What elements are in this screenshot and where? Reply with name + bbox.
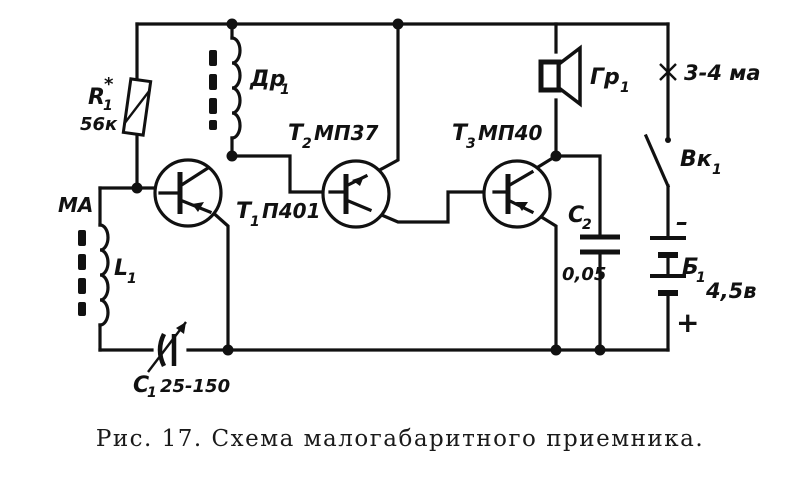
resistor-r1: R 1 * 56к	[80, 74, 153, 137]
capacitor-c1: C 1 25-150	[133, 321, 230, 401]
r1-value-label: 56к	[80, 114, 118, 135]
r1-ref-label: R	[88, 85, 105, 110]
t2-sub-label: 2	[302, 136, 312, 152]
gr1-ref-label: Гр	[590, 65, 620, 90]
choke-dr1: Др 1	[209, 36, 290, 140]
gr1-sub-label: 1	[620, 80, 630, 96]
junction-dot	[131, 182, 143, 194]
r1-star-label: *	[104, 74, 114, 95]
bat-sub-label: 1	[696, 270, 706, 286]
bat-value-label: 4,5в	[705, 279, 757, 303]
junction-dot	[226, 18, 238, 30]
battery-b1: – Б 1 4,5в +	[650, 208, 757, 339]
transistor-t3: Т 3 МП40	[452, 121, 552, 229]
l1-sub-label: 1	[127, 271, 137, 287]
sw-sub-label: 1	[712, 162, 722, 178]
switch-vk1: Вк 1	[643, 133, 722, 189]
sw-ref-label: Вк	[680, 147, 713, 172]
t3-ref-label: Т	[452, 121, 469, 146]
junction-dot	[226, 150, 238, 162]
junction-dot	[222, 344, 234, 356]
bat-ref-label: Б	[682, 255, 699, 280]
speaker-gr1: Гр 1	[538, 44, 630, 108]
junction-dot	[594, 344, 606, 356]
capacitor-c2: C 2 0,05	[562, 203, 620, 285]
junctions	[131, 18, 606, 356]
c2-sub-label: 2	[582, 217, 592, 233]
c2-value-label: 0,05	[562, 264, 606, 285]
t1-sub-label: 1	[250, 214, 260, 230]
t3-emitter-wire	[527, 207, 558, 352]
dr1-sub-label: 1	[280, 82, 290, 98]
wires	[98, 22, 670, 352]
battery-minus-label: –	[676, 208, 688, 236]
t3-type-label: МП40	[478, 121, 543, 145]
junction-dot	[550, 344, 562, 356]
r1-sub-label: 1	[103, 98, 113, 114]
t2-collector-wire	[362, 22, 400, 181]
t2-t3-wire	[367, 190, 496, 224]
transistor-t1: Т 1 П401	[153, 158, 321, 230]
t3-sub-label: 3	[466, 136, 476, 152]
c2-ref-label: C	[568, 203, 584, 228]
current-label: 3-4 ма	[684, 61, 761, 85]
receiver-schematic: R 1 * 56к Др 1 МА L 1 C 1 25-150	[58, 18, 761, 401]
t1-t2-wire	[230, 154, 332, 194]
t2-ref-label: Т	[288, 121, 305, 146]
coil-l1: МА L 1	[58, 193, 137, 327]
t2-type-label: МП37	[314, 121, 379, 145]
c1-sub-label: 1	[147, 385, 157, 401]
l1-ref-label: L	[114, 256, 128, 281]
ma-label: МА	[58, 193, 93, 217]
t3-collector-wire	[527, 22, 558, 175]
t1-type-label: П401	[262, 199, 321, 223]
transistor-t2: Т 2 МП37	[288, 121, 391, 229]
junction-dot	[550, 150, 562, 162]
t1-emitter-wire	[207, 207, 230, 352]
t1-ref-label: Т	[236, 199, 253, 224]
battery-plus-label: +	[676, 306, 699, 339]
figure-caption: Рис. 17. Схема малогабаритного приемника…	[95, 426, 705, 452]
c1-value-label: 25-150	[160, 376, 230, 397]
current-marker: 3-4 ма	[659, 61, 761, 85]
c1-ref-label: C	[133, 373, 149, 398]
c2-wire	[554, 154, 602, 352]
dr1-ref-label: Др	[249, 67, 285, 92]
junction-dot	[392, 18, 404, 30]
